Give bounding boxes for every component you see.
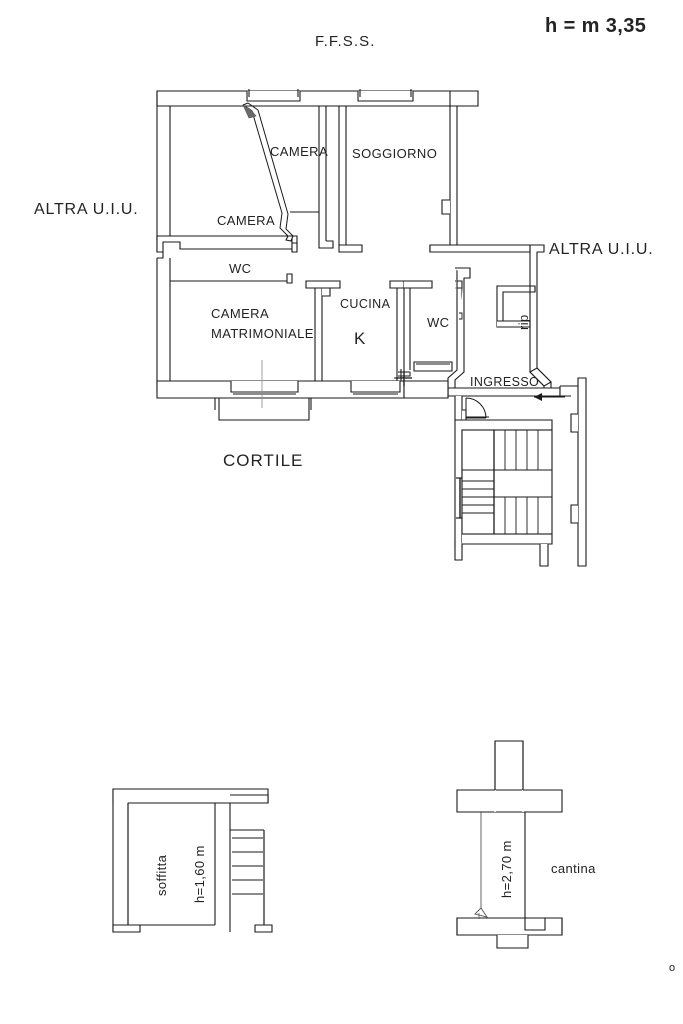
altra-uiu-right-label: ALTRA U.I.U. (549, 241, 654, 258)
interior-wall-camera-soggiorno (290, 106, 334, 249)
left-wall-stub-upper (156, 235, 298, 259)
ffss-label: F.F.S.S. (315, 33, 376, 50)
courtyard-label: CORTILE (223, 451, 304, 470)
room-label-camera-matrimoniale-line1: CAMERA (211, 306, 270, 321)
left-exterior-wall (156, 91, 171, 392)
staircase (454, 419, 553, 567)
stair-lower-flight (462, 496, 552, 534)
room-label-ingresso: INGRESSO (470, 375, 540, 389)
room-label-soggiorno: SOGGIORNO (352, 146, 438, 161)
wc-upper-walls (170, 273, 293, 284)
camera-matrimoniale-walls (305, 280, 341, 381)
room-label-camera-matrimoniale-line2: MATRIMONIALE (211, 326, 314, 341)
cellar-name-label: cantina (551, 861, 596, 876)
room-label-camera-1: CAMERA (270, 144, 329, 159)
room-label-wc-upper: WC (229, 261, 252, 276)
attic-ladder-rungs (232, 837, 263, 895)
altra-uiu-left-label: ALTRA U.I.U. (34, 201, 139, 218)
ingresso-walls (447, 387, 565, 421)
far-right-wall (559, 377, 587, 567)
bottom-exterior-wall (156, 371, 449, 421)
top-exterior-wall (156, 89, 479, 107)
room-label-cucina-symbol: K (354, 329, 366, 348)
room-label-camera-2: CAMERA (217, 213, 276, 228)
cellar-height-label: h=2,70 m (499, 840, 514, 898)
right-boundary-walls (429, 244, 552, 394)
diagonal-partition (242, 102, 294, 242)
main-apartment-plan (156, 89, 587, 567)
room-label-cucina: CUCINA (340, 297, 391, 311)
corner-mark-glyph: o (669, 962, 676, 974)
stair-landing (456, 430, 495, 534)
room-label-wc-right: WC (427, 315, 450, 330)
room-label-ripostiglio: rip (516, 314, 531, 330)
cellar-plan (456, 740, 563, 949)
soggiorno-walls (338, 91, 531, 253)
wc-right-walls (404, 267, 471, 388)
ceiling-height-label: h = m 3,35 (545, 15, 647, 37)
entry-arrow (534, 393, 565, 401)
attic-plan (112, 788, 273, 933)
attic-height-label: h=1,60 m (192, 845, 207, 903)
attic-name-label: soffitta (154, 854, 169, 896)
